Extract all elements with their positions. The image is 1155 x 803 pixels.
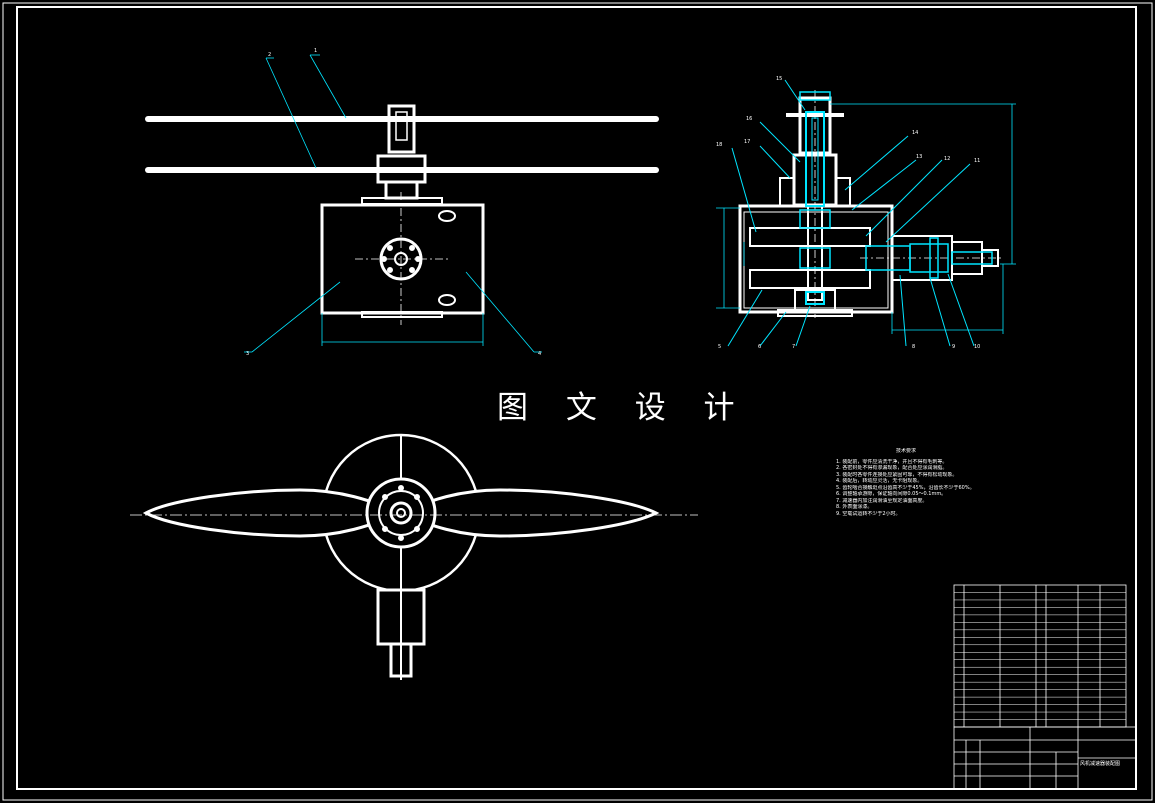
inner-border: [16, 6, 1137, 790]
section-view-balloon: 8: [912, 344, 915, 350]
note-line: 2. 各密封处不得有渗漏现象，配合处应涂润滑脂。: [836, 465, 948, 471]
section-view-cyan: [716, 79, 1016, 347]
note-line: 4. 装配后，转动应灵活，无卡阻现象。: [836, 478, 923, 484]
front-view-dims: [244, 54, 542, 353]
section-view-balloon: 6: [758, 344, 761, 350]
front-view-balloon: 1: [314, 48, 317, 54]
note-line: 5. 齿轮啮合接触斑点沿齿高不少于45%，沿齿长不少于60%。: [836, 484, 975, 491]
section-view-balloon: 15: [776, 76, 782, 82]
section-view-balloon: 7: [792, 344, 795, 350]
note-line: 8. 外表面涂漆。: [836, 504, 873, 510]
section-view-balloon: 17: [744, 139, 750, 145]
section-view-balloon: 14: [912, 130, 918, 136]
section-view-balloon: 11: [974, 158, 980, 164]
watermark: 图 文 设 计: [497, 390, 749, 426]
note-line: 3. 装配时各零件连接处应紧固可靠，不得有松动现象。: [836, 471, 958, 478]
section-view-balloon: 10: [974, 344, 980, 350]
note-line: 9. 空载试运转不少于2小时。: [836, 510, 901, 517]
parts-list-rows: [954, 592, 1126, 720]
front-view-balloon: 4: [538, 351, 541, 357]
technical-notes-title: 技术要求: [895, 448, 916, 454]
front-view-balloon: 2: [268, 52, 271, 58]
note-line: 7. 减速器内加注润滑油至规定油面高度。: [836, 497, 928, 504]
front-view: [145, 104, 659, 325]
section-view-balloon: 16: [746, 116, 752, 122]
section-view-balloon: 5: [718, 344, 721, 350]
title-block: [953, 584, 1137, 790]
section-view-balloon: 12: [944, 156, 950, 162]
section-view-balloon: 13: [916, 154, 922, 160]
section-view-balloon: 9: [952, 344, 955, 350]
section-view: [738, 90, 1003, 318]
section-view-balloon: 18: [716, 142, 722, 148]
front-view-balloon: 3: [246, 351, 249, 357]
technical-notes: 技术要求 1. 装配前，零件应清洗干净，并且不得有毛刺等。 2. 各密封处不得有…: [836, 448, 1066, 517]
top-view: [130, 433, 698, 680]
note-line: 1. 装配前，零件应清洗干净，并且不得有毛刺等。: [836, 458, 948, 465]
note-line: 6. 调整轴承游隙，保证轴向间隙0.05～0.1mm。: [836, 491, 947, 497]
drawing-title: 风机减速器装配图: [1080, 761, 1121, 767]
